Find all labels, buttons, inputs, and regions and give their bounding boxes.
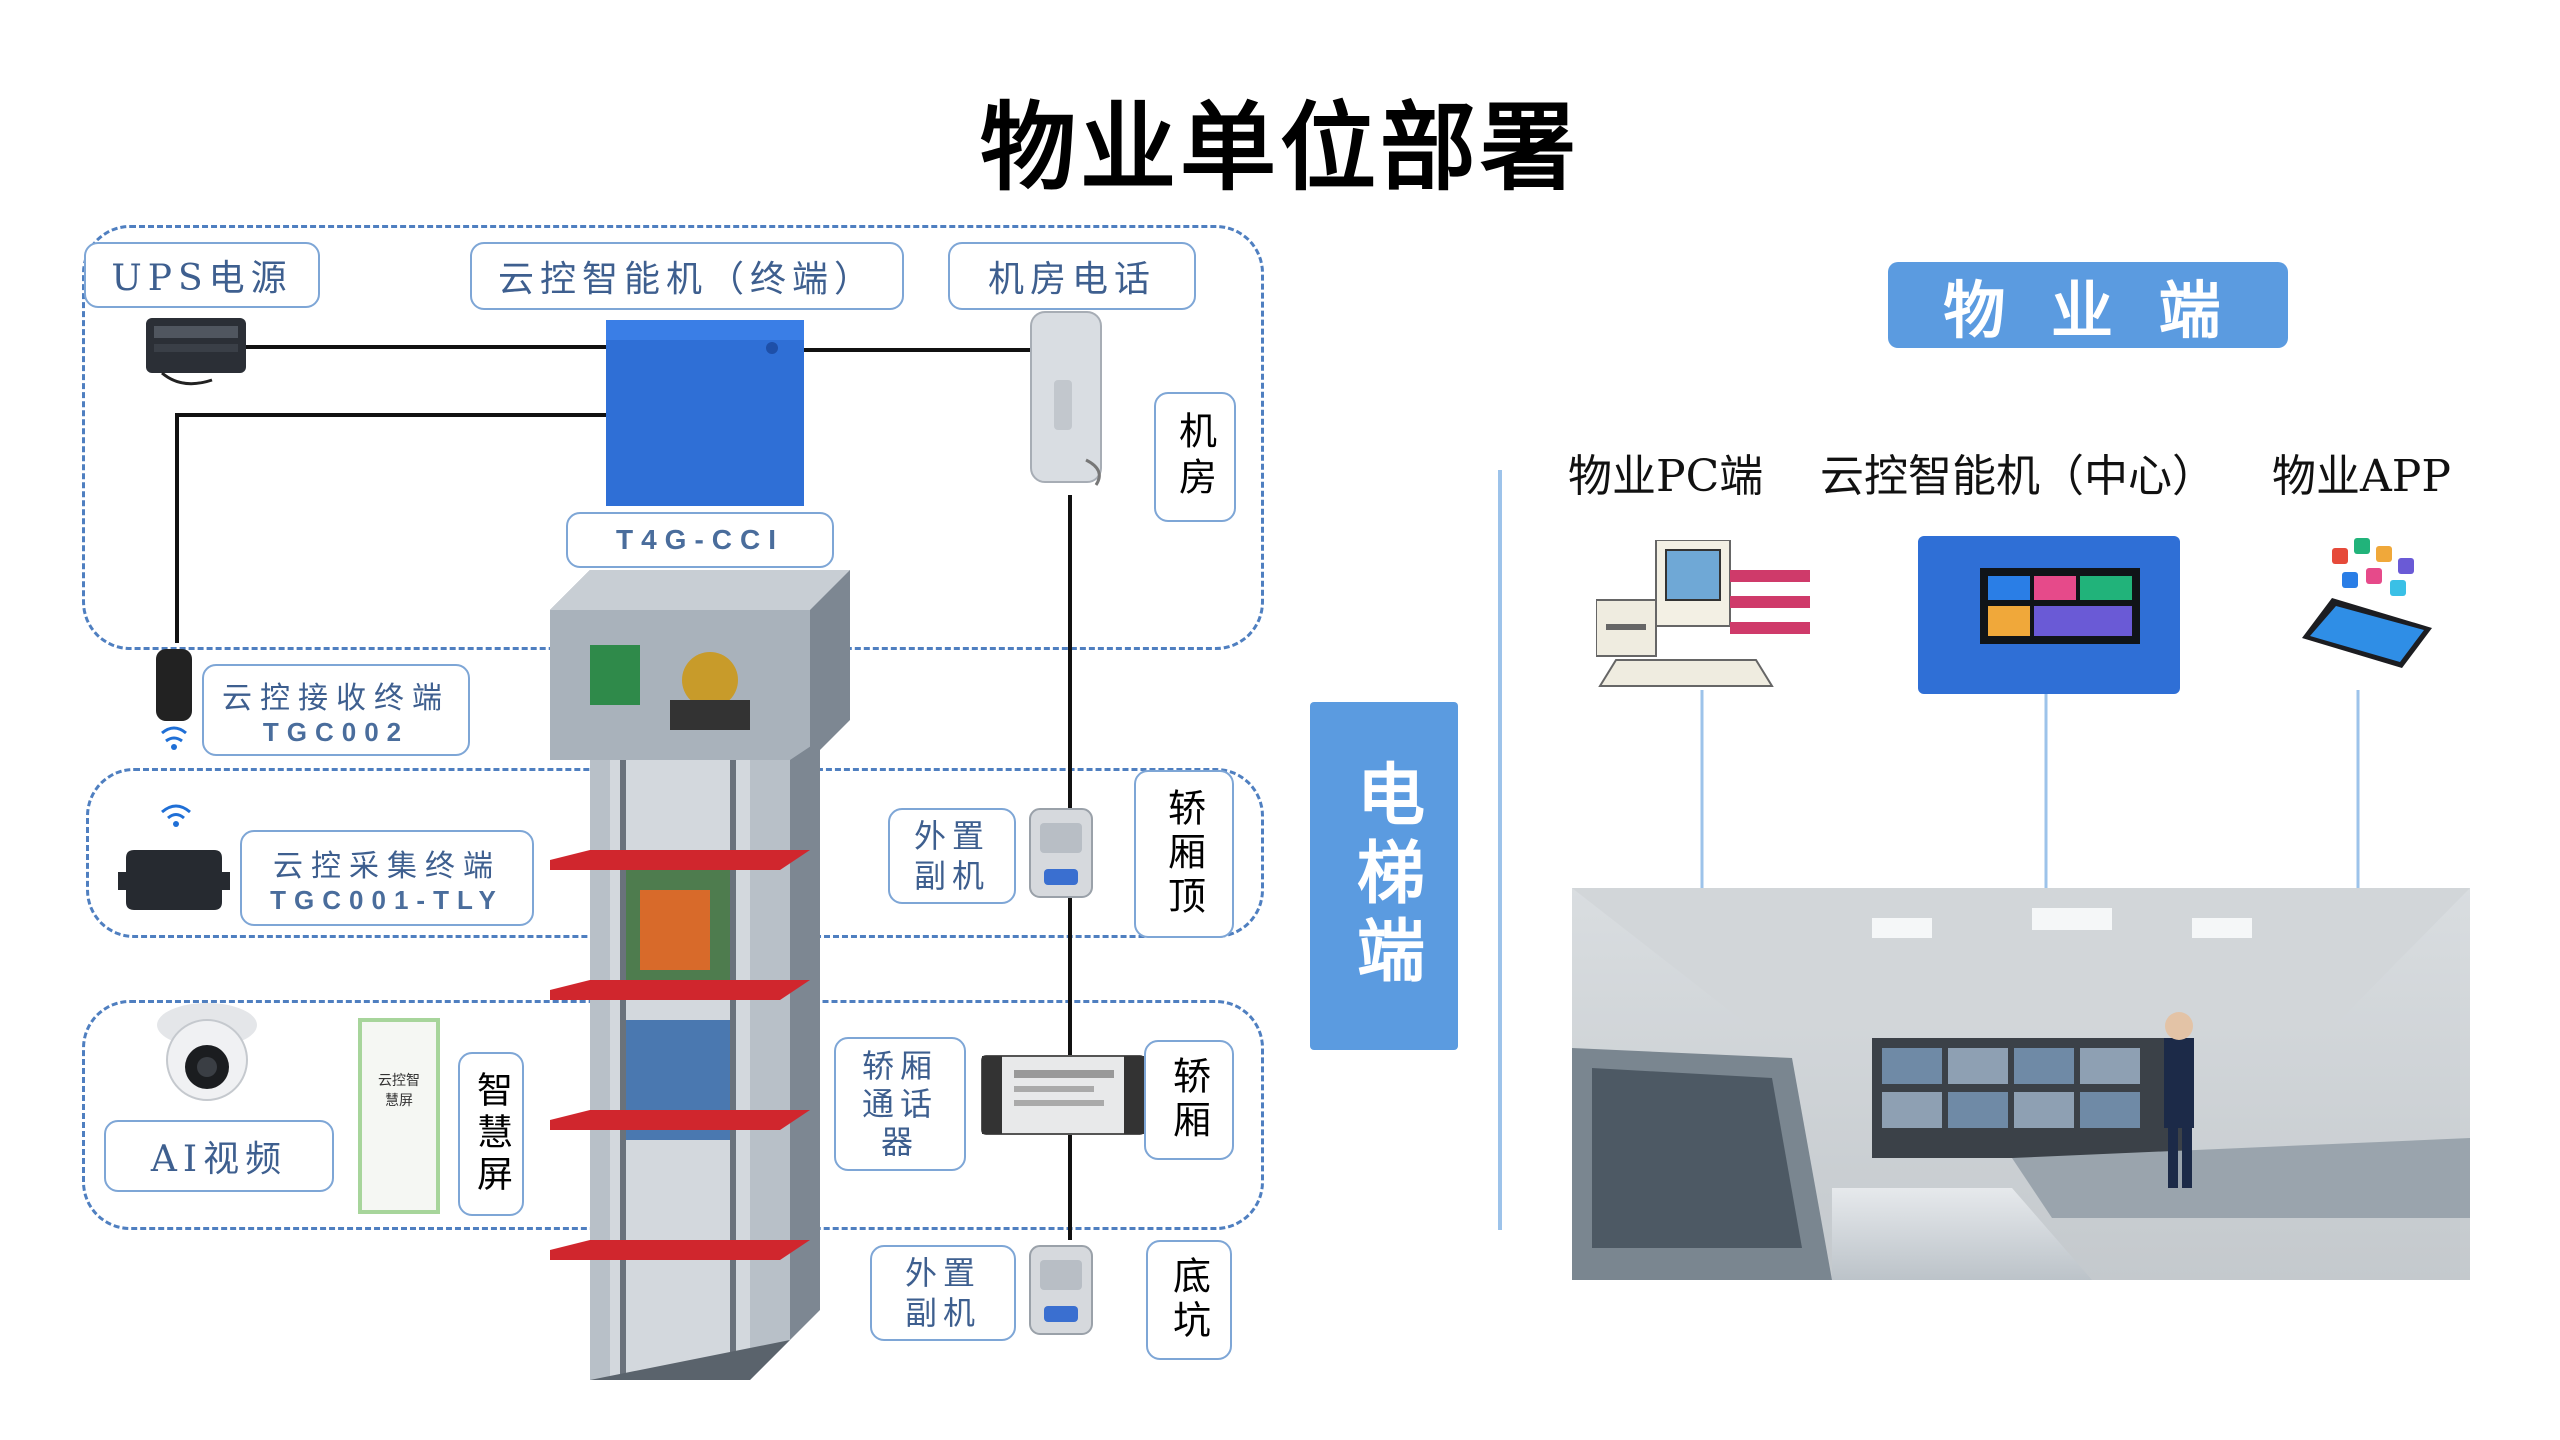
t4g-text: T4G-CCI bbox=[616, 524, 784, 555]
receiver-device-icon bbox=[156, 649, 192, 750]
smart-screen-device-text: 云控智慧屏 bbox=[378, 1073, 420, 1109]
center-device-icon bbox=[1918, 536, 2180, 694]
smart-screen-device: 云控智慧屏 bbox=[358, 1018, 440, 1214]
elevator-side-band: 电梯端 bbox=[1310, 702, 1458, 1050]
ext-unit-top-icon bbox=[1029, 808, 1093, 898]
t4g-label: T4G-CCI bbox=[566, 512, 834, 568]
collector-name: 云控采集终端 bbox=[273, 848, 501, 884]
center-label: 云控智能机（中心） bbox=[1820, 451, 2216, 502]
car-intercom-icon bbox=[981, 1055, 1145, 1135]
ups-device-icon bbox=[146, 318, 246, 386]
receiver-model: TGC002 bbox=[262, 716, 410, 747]
collector-device-icon bbox=[118, 850, 230, 910]
line-receiver-v bbox=[175, 413, 179, 643]
machine-room-label: 机房 bbox=[1154, 392, 1236, 522]
line-terminal-phone bbox=[800, 348, 1030, 352]
car-top-label: 轿厢顶 bbox=[1134, 770, 1234, 938]
app-label: 物业APP bbox=[2272, 451, 2451, 502]
ups-label: UPS电源 bbox=[84, 242, 320, 308]
machine-room-phone-label: 机房电话 bbox=[948, 242, 1196, 310]
pc-icon bbox=[1596, 540, 1810, 687]
elevator-shaft-illustration bbox=[550, 570, 850, 1380]
car-label: 轿厢 bbox=[1144, 1040, 1234, 1160]
terminal-label: 云控智能机（终端） bbox=[470, 242, 904, 310]
ai-camera-icon bbox=[157, 1003, 257, 1101]
property-side-header: 物 业 端 bbox=[1888, 262, 2288, 348]
car-intercom-label: 轿厢通话器 bbox=[834, 1037, 966, 1171]
collector-model: TGC001-TLY bbox=[270, 884, 504, 915]
line-receiver-h bbox=[175, 413, 610, 417]
pc-label: 物业PC端 bbox=[1568, 451, 1764, 502]
collector-label: 云控采集终端 TGC001-TLY bbox=[240, 830, 534, 926]
receiver-name: 云控接收终端 bbox=[222, 680, 450, 716]
ext-unit-pit-label: 外置副机 bbox=[870, 1245, 1016, 1341]
elevator-side-text: 电梯端 bbox=[1344, 759, 1424, 993]
wifi-icon bbox=[161, 804, 191, 827]
mobile-app-icon bbox=[2302, 538, 2432, 668]
smart-screen-label: 智慧屏 bbox=[458, 1052, 524, 1216]
ext-unit-pit-icon bbox=[1029, 1245, 1093, 1335]
ai-video-label: AI视频 bbox=[104, 1120, 334, 1192]
cloud-terminal-device-icon bbox=[606, 320, 804, 506]
wall-phone-icon bbox=[1030, 311, 1102, 486]
control-room-photo bbox=[1572, 888, 2470, 1280]
page-title: 物业单位部署 bbox=[980, 91, 1580, 204]
pit-label: 底坑 bbox=[1146, 1240, 1232, 1360]
section-divider bbox=[1498, 470, 1502, 1230]
ext-unit-top-label: 外置副机 bbox=[888, 808, 1016, 904]
line-ups-terminal bbox=[240, 345, 610, 349]
receiver-label: 云控接收终端 TGC002 bbox=[202, 664, 470, 756]
